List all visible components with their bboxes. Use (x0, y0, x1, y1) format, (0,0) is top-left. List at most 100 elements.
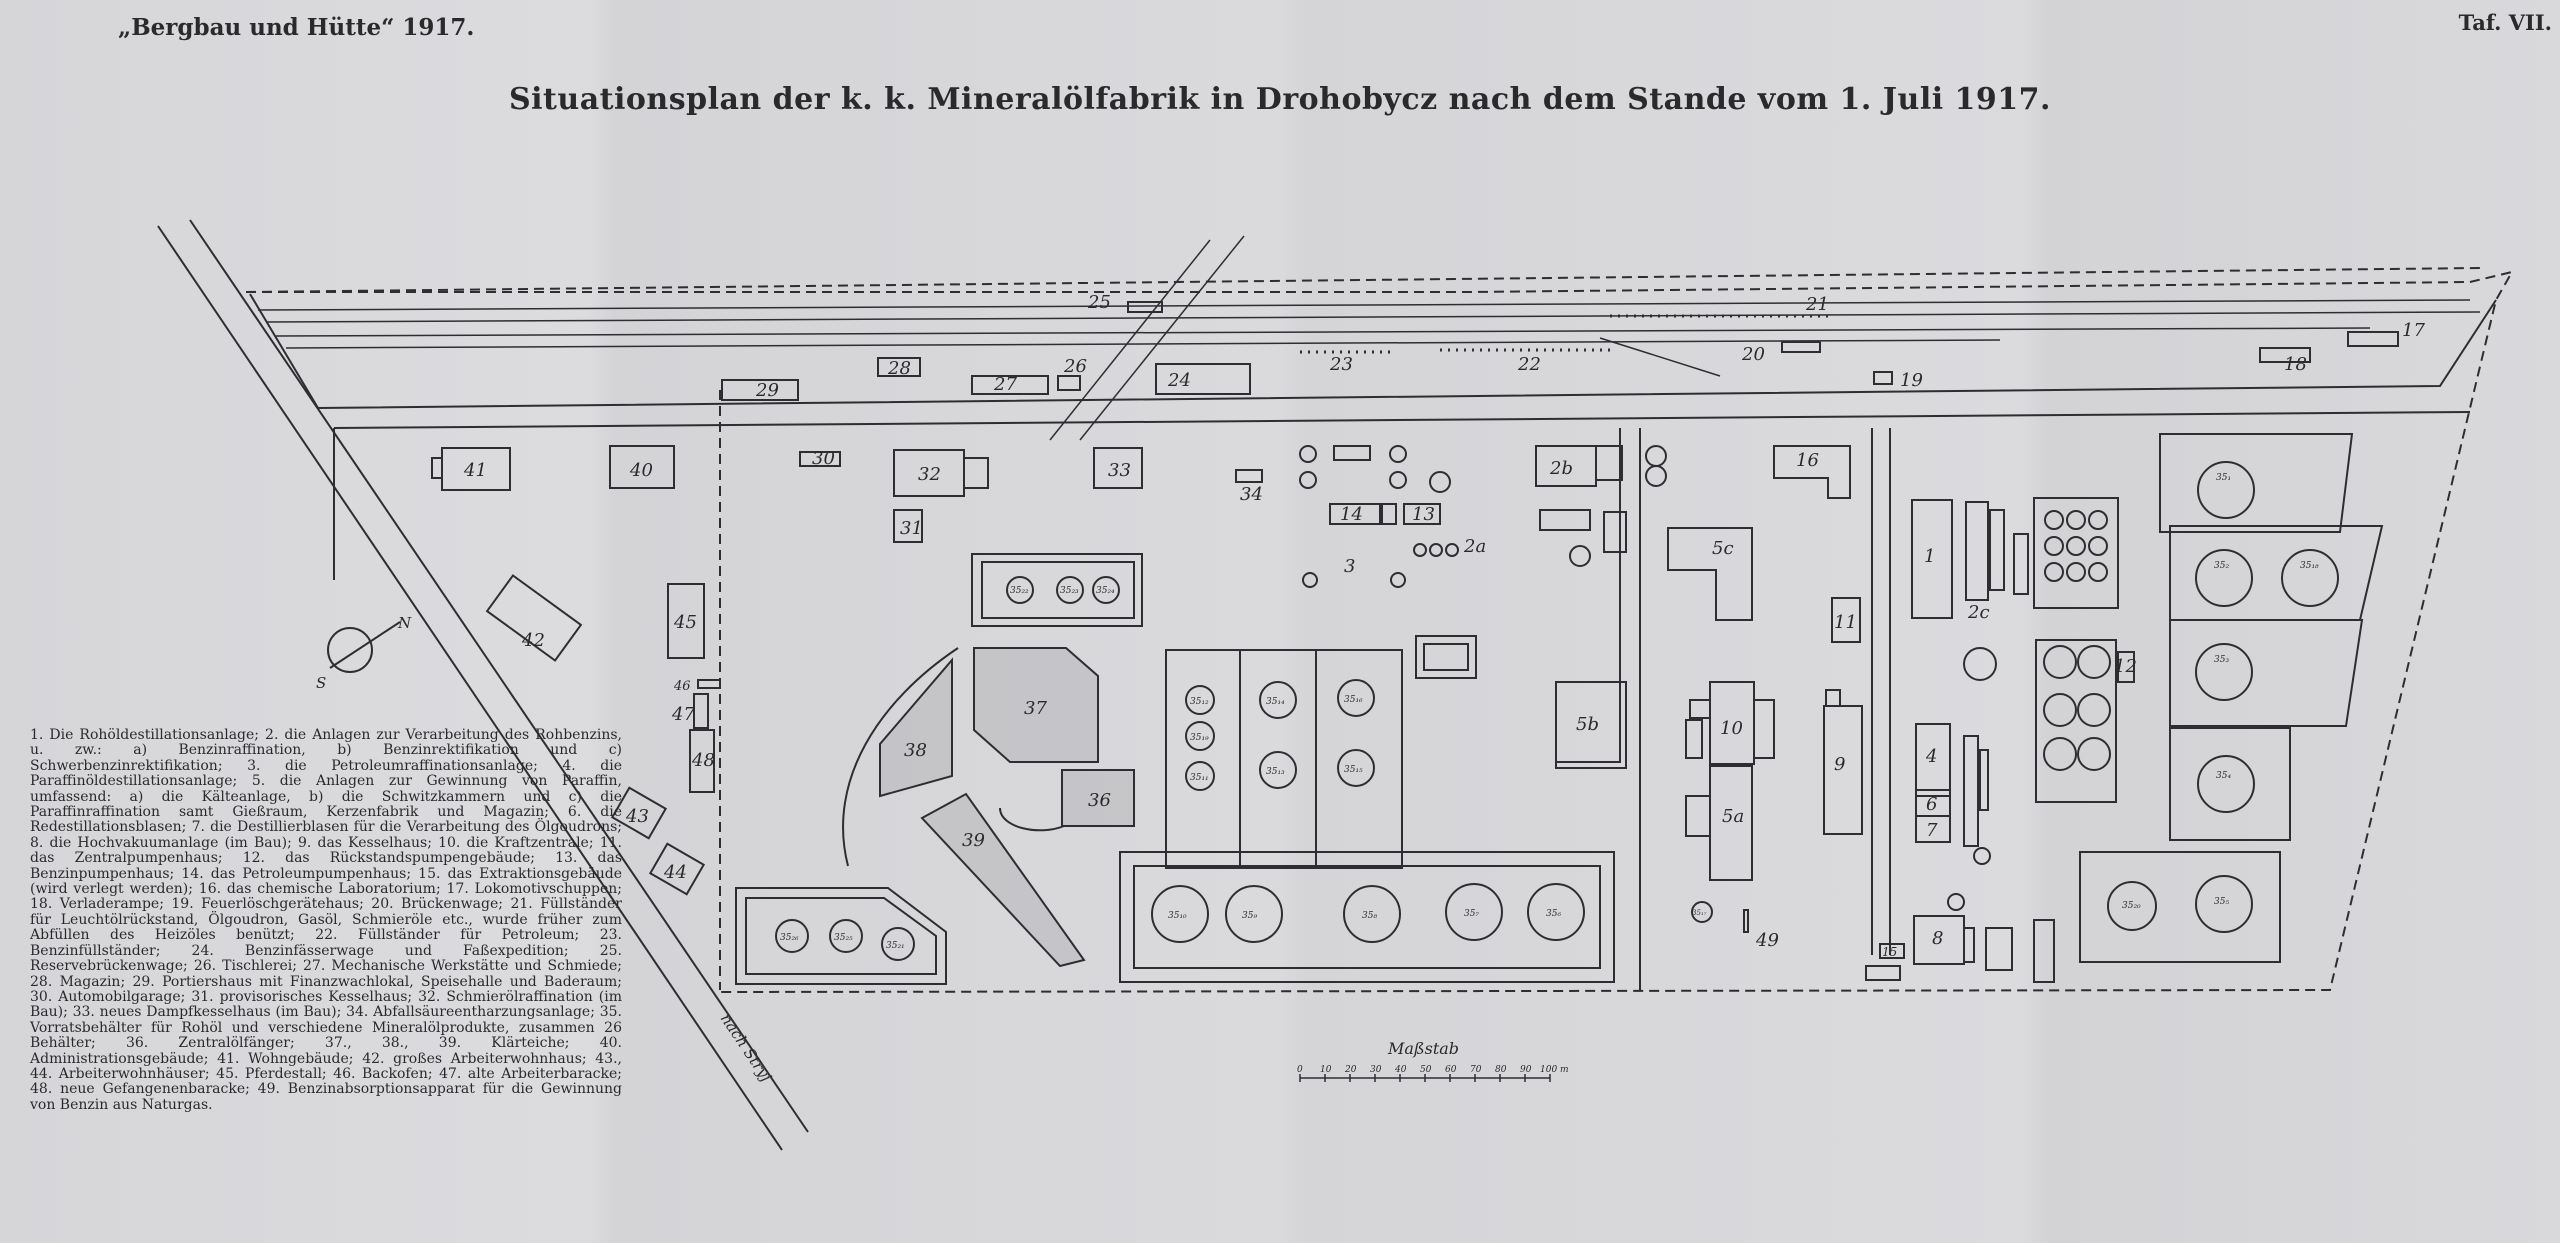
tank-label: 35₉ (1242, 911, 1257, 921)
label-5b: 5b (1576, 714, 1599, 735)
tank-label: 35₆ (1546, 909, 1561, 919)
tank-label: 35₁₅ (1344, 765, 1363, 775)
building-5-line (1963, 735, 1979, 847)
label-38: 38 (904, 740, 927, 761)
label-45: 45 (673, 612, 697, 633)
label-46: 46 (673, 679, 691, 694)
track-1 (257, 299, 2471, 311)
track-2 (265, 311, 2481, 323)
building-16 (1773, 445, 1851, 499)
tank-35-22 (1006, 576, 1034, 604)
scale-title: Maßstab (1387, 1039, 1459, 1058)
tank-label: 35₁₁ (1190, 773, 1209, 783)
tank-35-4 (2197, 755, 2255, 813)
scale-tick: 10 (1320, 1065, 1332, 1075)
tank-label: 35₂₁ (886, 941, 905, 951)
tank-label: 35₁₉ (1190, 733, 1209, 743)
building-17 (2347, 331, 2399, 347)
pond-37 (973, 647, 1099, 763)
tank-35-14 (1259, 681, 1297, 719)
label-40: 40 (629, 460, 653, 481)
building-5c (1667, 527, 1753, 621)
label-14: 14 (1340, 504, 1363, 525)
label-8: 8 (1932, 928, 1943, 949)
road-label: nach Stryj (717, 1010, 776, 1085)
building-18 (2259, 347, 2311, 363)
label-1: 1 (1924, 546, 1935, 567)
pipeline-diagonal-b (1079, 235, 1245, 441)
scale-tick: 40 (1394, 1065, 1407, 1075)
compass-circle (327, 627, 373, 673)
label-17: 17 (2402, 320, 2425, 341)
tank-35-23 (1056, 576, 1084, 604)
scale-tick: 70 (1470, 1065, 1482, 1075)
tank-label: 35₂ (2214, 561, 2229, 571)
building-small-mid (1423, 643, 1469, 671)
tank-35-25 (829, 919, 863, 953)
label-41: 41 (463, 460, 487, 481)
tank-label: 35₇ (1464, 909, 1479, 919)
tank-label: 35₁₇ (1692, 909, 1707, 917)
building-5a-annex (1685, 795, 1711, 837)
tank-label: 35₂₆ (780, 933, 799, 943)
tank-small-d (1299, 445, 1317, 463)
tank-small-e (1299, 471, 1317, 489)
tank-35-7 (1445, 883, 1503, 941)
label-28: 28 (887, 358, 911, 379)
tank-block-e3 (2169, 619, 2364, 727)
tank-label: 35₅ (2214, 897, 2229, 907)
tank-block-south-inner (1133, 865, 1601, 969)
label-24: 24 (1167, 370, 1191, 391)
label-26: 26 (1063, 356, 1087, 377)
tank-label: 35₁₃ (1266, 767, 1285, 777)
inner-road-north (333, 411, 2471, 429)
tank-label: 35₁ (2216, 473, 2231, 483)
tank-block-e5 (2079, 851, 2281, 963)
tank-rect-3a (1333, 445, 1371, 461)
label-10: 10 (1720, 718, 1743, 739)
building-2c-annex (1989, 509, 2005, 591)
tank-35-5 (2195, 875, 2253, 933)
rail-yard-south-line (317, 299, 2497, 409)
building-1 (1911, 499, 1953, 619)
building-2a-shed-b (1603, 511, 1627, 553)
tank-35-16 (1337, 679, 1375, 717)
tank-label: 35₂₄ (1096, 586, 1115, 596)
building-24 (1155, 363, 1251, 395)
building-9-chimney (1825, 689, 1841, 707)
compass-needle (329, 621, 401, 669)
tank-35-10 (1151, 885, 1209, 943)
scale-tick: 80 (1495, 1065, 1507, 1075)
building-47 (693, 693, 709, 729)
label-23: 23 (1329, 354, 1353, 375)
label-27: 27 (993, 374, 1017, 395)
label-48: 48 (691, 750, 715, 771)
building-15-annex (1865, 965, 1901, 981)
building-20 (1781, 341, 1821, 353)
building-28 (877, 357, 921, 377)
tank-label: 35₂₂ (1010, 586, 1029, 596)
tank-small-b (1389, 445, 1407, 463)
building-4 (1915, 723, 1951, 797)
label-39: 39 (962, 830, 985, 851)
label-49: 49 (1755, 930, 1779, 951)
building-8-annex-b (1985, 927, 2013, 971)
scale-tick: 30 (1370, 1065, 1382, 1075)
tank-label: 35₂₀ (2122, 901, 2141, 911)
label-2c: 2c (1967, 602, 1990, 623)
scale-bar (1299, 1074, 1551, 1082)
building-13 (1403, 503, 1441, 525)
building-34 (1235, 469, 1263, 483)
tank-35-8 (1343, 885, 1401, 943)
label-2b: 2b (1549, 458, 1573, 479)
tank-block-south (1119, 851, 1615, 983)
scale-tick: 20 (1344, 1065, 1357, 1075)
building-48 (689, 729, 715, 793)
tank-35-24 (1092, 576, 1120, 604)
building-49 (1743, 909, 1749, 933)
label-25: 25 (1087, 292, 1111, 313)
building-32-annex (963, 457, 989, 489)
block-a-wall (1556, 428, 1621, 763)
rail-yard-west-line (249, 293, 319, 409)
